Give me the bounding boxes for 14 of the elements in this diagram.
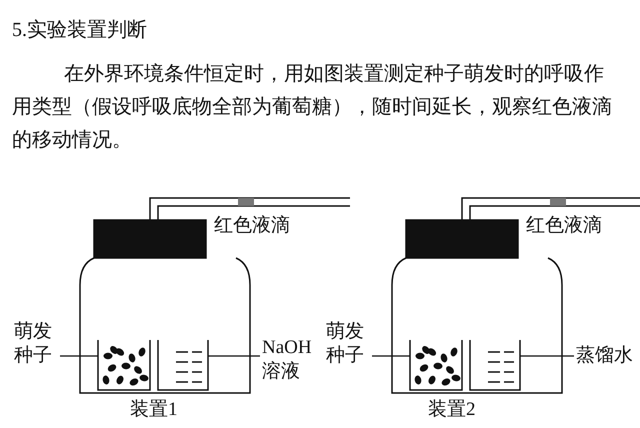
- leader-line: [520, 355, 574, 357]
- drop-label: 红色液滴: [214, 214, 290, 238]
- paragraph: 在外界环境条件恒定时，用如图装置测定种子萌发时的呼吸作用类型（假设呼吸底物全部为葡萄糖），随时间延长，观察红色液滴的移动情况。: [12, 62, 613, 153]
- leader-line: [60, 355, 98, 357]
- part-label: 蒸馏水: [576, 344, 636, 368]
- leader-line: [208, 355, 260, 357]
- heading: 5.实验装置判断: [12, 18, 147, 42]
- drop-label: 红色液滴: [526, 214, 602, 238]
- apparatus-caption: 装置1: [130, 398, 178, 422]
- part-label: 萌发种子: [326, 320, 370, 368]
- leader-line: [372, 355, 410, 357]
- apparatus-caption: 装置2: [428, 398, 476, 422]
- part-label: 萌发种子: [14, 320, 58, 368]
- part-label: NaOH溶液: [262, 336, 322, 384]
